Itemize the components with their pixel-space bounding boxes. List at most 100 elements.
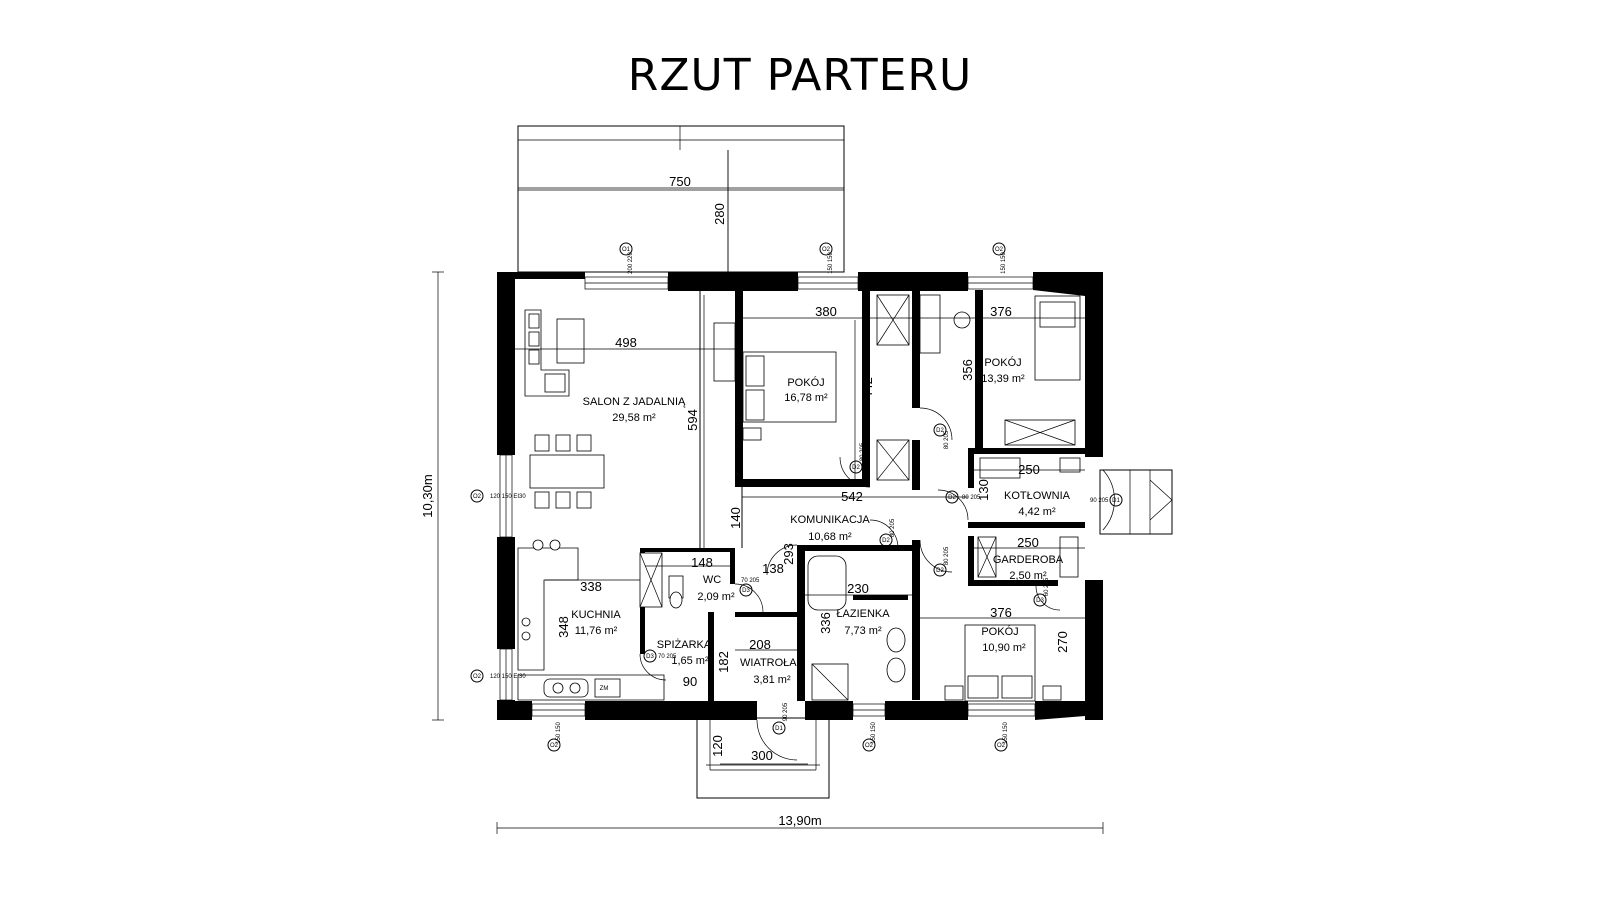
dimension-labels: 750 280 498 594 380 442 376 356 542 140 …: [420, 174, 1070, 828]
dim-hall-offset: 293: [781, 543, 796, 565]
room-name-bedroom-2: POKÓJ: [984, 356, 1021, 369]
dim-room2-depth: 356: [960, 359, 975, 381]
dim-terrace-depth: 280: [712, 203, 727, 225]
dim-salon-depth: 594: [685, 409, 700, 431]
svg-text:120 150 EI30: 120 150 EI30: [490, 494, 526, 500]
room-area-vestibule: 3,81 m²: [753, 674, 791, 686]
furniture: [517, 294, 1081, 702]
svg-text:O2: O2: [550, 743, 559, 749]
dim-boiler-width: 250: [1018, 462, 1040, 477]
svg-text:150 150: 150 150: [556, 722, 562, 744]
dim-room2-width: 376: [990, 304, 1012, 319]
dim-room1-depth: 442: [860, 377, 875, 399]
svg-text:80 205: 80 205: [944, 430, 950, 449]
dim-bath-width: 230: [847, 581, 869, 596]
dim-hall-width: 542: [841, 489, 863, 504]
dim-overall-height: 10,30m: [420, 474, 435, 517]
svg-text:200 220: 200 220: [628, 252, 634, 274]
room-name-pantry: SPIŻARKA: [657, 638, 712, 651]
terrace: [517, 125, 845, 273]
svg-text:150 150: 150 150: [1001, 252, 1007, 274]
svg-text:D2: D2: [936, 428, 944, 434]
side-stairs: [1099, 469, 1173, 535]
room-area-wardrobe: 2,50 m²: [1009, 570, 1047, 582]
drawing-title: RZUT PARTERU: [627, 50, 973, 101]
dim-pantry-width: 90: [683, 674, 697, 689]
svg-text:O2: O2: [865, 743, 874, 749]
room-name-boiler: KOTŁOWNIA: [1004, 490, 1071, 502]
dim-vestibule-width: 208: [749, 637, 771, 652]
marker-window-o2-c: O2 120 150 EI30: [470, 489, 526, 503]
dim-overall-width: 13,90m: [778, 813, 821, 828]
dim-wc-width: 148: [691, 555, 713, 570]
dim-room1-width: 380: [815, 304, 837, 319]
dim-porch-depth: 120: [710, 735, 725, 757]
room-area-boiler: 4,42 m²: [1018, 506, 1056, 518]
svg-text:O2: O2: [473, 674, 482, 680]
svg-text:80 205: 80 205: [890, 518, 896, 537]
room-area-bedroom-2: 13,39 m²: [981, 373, 1025, 385]
dim-room3-width: 376: [990, 605, 1012, 620]
door-swings: [639, 407, 1115, 761]
room-name-bedroom-1: POKÓJ: [787, 376, 824, 389]
dim-bath-depth: 336: [818, 612, 833, 634]
svg-text:D2: D2: [882, 538, 890, 544]
room-area-hall: 10,68 m²: [808, 531, 852, 543]
room-name-kitchen: KUCHNIA: [571, 609, 621, 621]
room-area-bedroom-3: 10,90 m²: [982, 642, 1026, 654]
room-area-salon: 29,58 m²: [612, 412, 656, 424]
svg-text:90 205: 90 205: [1090, 498, 1109, 504]
room-labels: SALON Z JADALNIĄ 29,58 m² POKÓJ 16,78 m²…: [571, 356, 1070, 692]
svg-text:150 150: 150 150: [828, 252, 834, 274]
exterior-walls: [497, 272, 1103, 720]
dim-wardrobe-width: 250: [1017, 535, 1039, 550]
room-area-pantry: 1,65 m²: [671, 655, 709, 667]
svg-text:D1: D1: [775, 726, 783, 732]
dim-room3-depth: 270: [1055, 631, 1070, 653]
svg-text:D3: D3: [1036, 598, 1044, 604]
svg-text:D2: D2: [852, 465, 860, 471]
svg-text:80 205: 80 205: [860, 442, 866, 461]
windows: [499, 276, 1036, 717]
dim-porch-width: 300: [751, 748, 773, 763]
room-name-wardrobe: GARDEROBA: [993, 554, 1064, 566]
svg-text:80 205: 80 205: [944, 546, 950, 565]
dim-hall-depth: 140: [728, 507, 743, 529]
dim-terrace-width: 750: [669, 174, 691, 189]
svg-text:150 150: 150 150: [1003, 722, 1009, 744]
room-area-wc: 2,09 m²: [697, 591, 735, 603]
room-name-vestibule: WIATROŁAP: [740, 657, 804, 669]
svg-text:70 205: 70 205: [741, 578, 760, 584]
room-area-kitchen: 11,76 m²: [575, 625, 618, 637]
dim-kitchen-depth: 348: [556, 616, 571, 638]
svg-text:80 205: 80 205: [962, 495, 981, 501]
svg-text:O2: O2: [997, 743, 1006, 749]
dim-kitchen-width: 338: [580, 579, 602, 594]
dim-salon-width: 498: [615, 335, 637, 350]
marker-door-d2-c: D2 80 205: [945, 490, 981, 504]
svg-text:D2: D2: [948, 495, 956, 501]
dim-boiler-depth: 130: [976, 479, 991, 501]
svg-text:O2: O2: [473, 494, 482, 500]
svg-text:D2: D2: [936, 568, 944, 574]
room-name-hall: KOMUNIKACJA: [790, 514, 870, 526]
room-name-wc: WC: [703, 574, 721, 586]
svg-text:70 205: 70 205: [658, 654, 677, 660]
svg-text:90 205: 90 205: [783, 702, 789, 721]
svg-text:O2: O2: [822, 247, 831, 253]
